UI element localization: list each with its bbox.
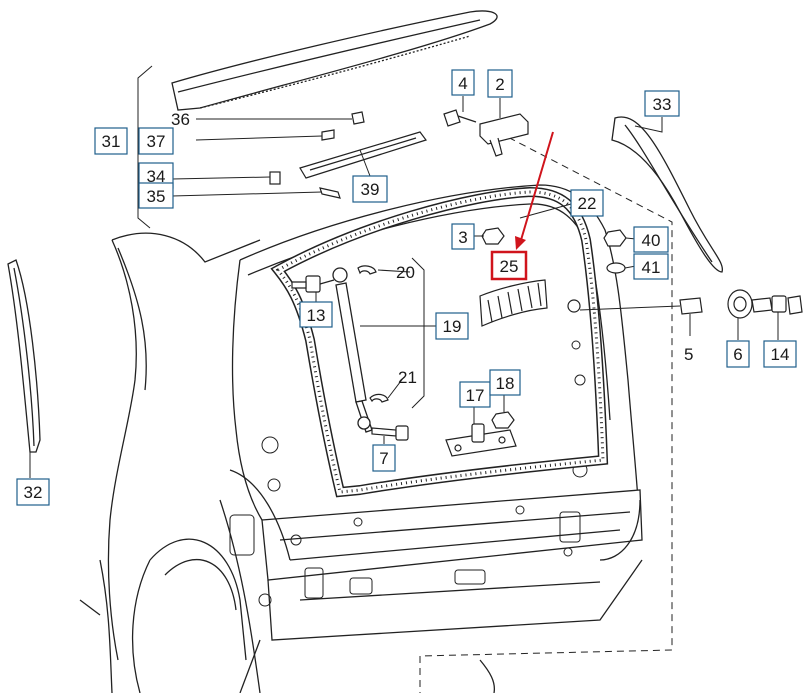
svg-text:33: 33 [653,95,672,114]
svg-text:19: 19 [443,317,462,336]
brace-19 [360,257,436,409]
svg-text:6: 6 [733,345,742,364]
svg-text:25: 25 [500,257,519,276]
svg-text:14: 14 [771,345,790,364]
callout-4[interactable]: 4 [451,69,475,96]
gas-strut [332,267,373,433]
label-21: 21 [398,368,417,387]
svg-text:39: 39 [361,180,380,199]
side-trim-right [611,116,723,273]
bumper-25 [479,279,548,327]
callout-13[interactable]: 13 [299,301,333,328]
callout-25-highlighted[interactable]: 25 [490,250,528,281]
svg-text:22: 22 [578,194,597,213]
callout-2[interactable]: 2 [487,69,513,98]
svg-text:4: 4 [458,74,467,93]
bracket-39 [269,111,427,199]
callout-33[interactable]: 33 [644,90,680,117]
svg-text:35: 35 [147,187,166,206]
leader-lines [29,96,779,478]
svg-text:2: 2 [495,75,504,94]
tailgate-seal [270,186,609,498]
bolt-7 [371,425,409,441]
panel-details [229,340,588,607]
bolt-13 [291,275,335,293]
callout-6[interactable]: 6 [726,340,750,368]
svg-text:32: 32 [24,483,43,502]
plain-labels: 36 20 21 5 [171,110,693,387]
nut-3 [481,227,505,245]
dashed-frame [419,131,673,693]
hinge-2 [443,109,529,157]
striker-17 [445,411,517,457]
callout-35[interactable]: 35 [138,182,174,209]
callout-39[interactable]: 39 [352,175,388,203]
svg-text:3: 3 [458,228,467,247]
svg-text:40: 40 [642,231,661,250]
callout-14[interactable]: 14 [763,340,797,368]
brace-31 [137,65,153,229]
label-36: 36 [171,110,190,129]
svg-text:18: 18 [496,374,515,393]
callout-31[interactable]: 31 [94,127,128,155]
svg-text:17: 17 [466,386,485,405]
car-body [79,184,643,693]
callout-18[interactable]: 18 [489,369,521,396]
callout-19[interactable]: 19 [435,312,469,340]
highlight-arrow [515,131,554,250]
parts-40-41 [603,229,627,274]
svg-text:31: 31 [102,132,121,151]
svg-text:7: 7 [379,449,388,468]
fasteners-5-6-14 [567,289,803,319]
callout-boxes: 4 2 33 31 37 34 35 39 [16,69,797,506]
rear-spoiler [171,10,498,111]
callout-17[interactable]: 17 [459,381,491,408]
label-20: 20 [396,263,415,282]
callout-7[interactable]: 7 [372,444,396,472]
callout-3[interactable]: 3 [451,223,475,250]
callout-41[interactable]: 41 [633,253,669,280]
callout-37[interactable]: 37 [138,127,174,155]
callout-32[interactable]: 32 [16,478,50,506]
svg-text:41: 41 [642,258,661,277]
side-trim-left [7,259,41,453]
svg-text:34: 34 [147,167,166,186]
svg-text:13: 13 [307,306,326,325]
svg-text:37: 37 [147,132,166,151]
callout-22[interactable]: 22 [570,189,604,217]
callout-40[interactable]: 40 [633,226,669,253]
clips-20-21 [357,265,389,403]
label-5: 5 [684,345,693,364]
